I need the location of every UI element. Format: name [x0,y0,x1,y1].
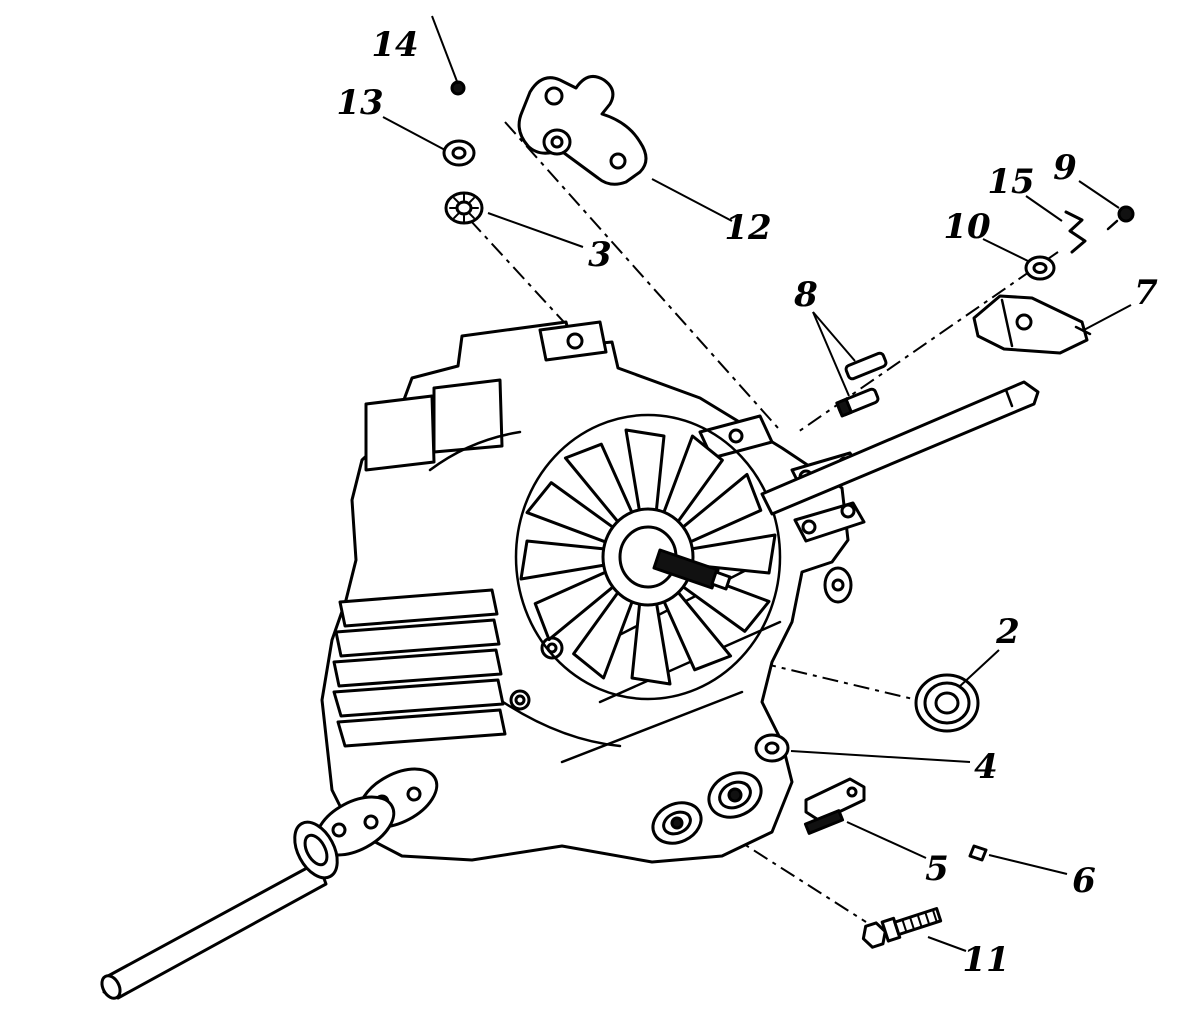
leader-line-13 [382,116,446,151]
axle-flange-plates [293,767,439,880]
leader-line-3 [487,212,584,248]
leader-lines [382,15,1132,952]
callout-5: 5 [925,849,949,889]
leader-line-6 [988,854,1068,875]
fan-shaft [652,548,732,591]
leader-line-14 [431,15,459,85]
leader-line-2 [958,649,1000,688]
leader-line-11 [927,936,967,952]
part-4-washer [754,733,790,763]
callout-6: 6 [1072,861,1096,901]
leader-line-8 [812,311,856,362]
leader-line-7 [1081,304,1132,332]
callout-9: 9 [1053,148,1077,188]
callout-8: 8 [794,275,818,315]
part-9-nut [1106,205,1135,231]
output-bosses [651,771,763,845]
callout-3: 3 [588,235,612,275]
leader-line-10 [982,238,1029,262]
part-15-clip [1064,210,1087,254]
cooling-fan [514,413,782,701]
leader-line-8 [812,311,850,397]
leader-line-4 [790,750,971,763]
part-5-bracket [803,777,866,835]
callout-13: 13 [336,83,384,123]
part-8-pins [835,351,888,418]
callout-15: 15 [987,162,1035,202]
callout-10: 10 [943,207,991,247]
callout-7: 7 [1134,273,1158,313]
leader-line-9 [1078,180,1120,209]
cooling-fins [332,588,507,748]
part-10-washer [1024,255,1056,281]
part-2-grommet [914,673,980,733]
part-13-bushing [442,139,476,167]
callout-2: 2 [996,612,1020,652]
callout-11: 11 [962,940,1010,980]
part-12-bracket [517,74,648,186]
part-3-bearing [444,191,484,225]
part-11-bolt [861,907,943,949]
callout-4: 4 [974,747,998,787]
upper-shaft [760,380,1040,516]
part-6-clip [968,844,988,862]
leader-line-12 [651,178,733,222]
callout-12: 12 [724,208,772,248]
leader-line-5 [846,821,927,859]
callout-14: 14 [371,25,419,65]
axle-shaft [100,860,328,1000]
leader-line-15 [1025,195,1063,222]
